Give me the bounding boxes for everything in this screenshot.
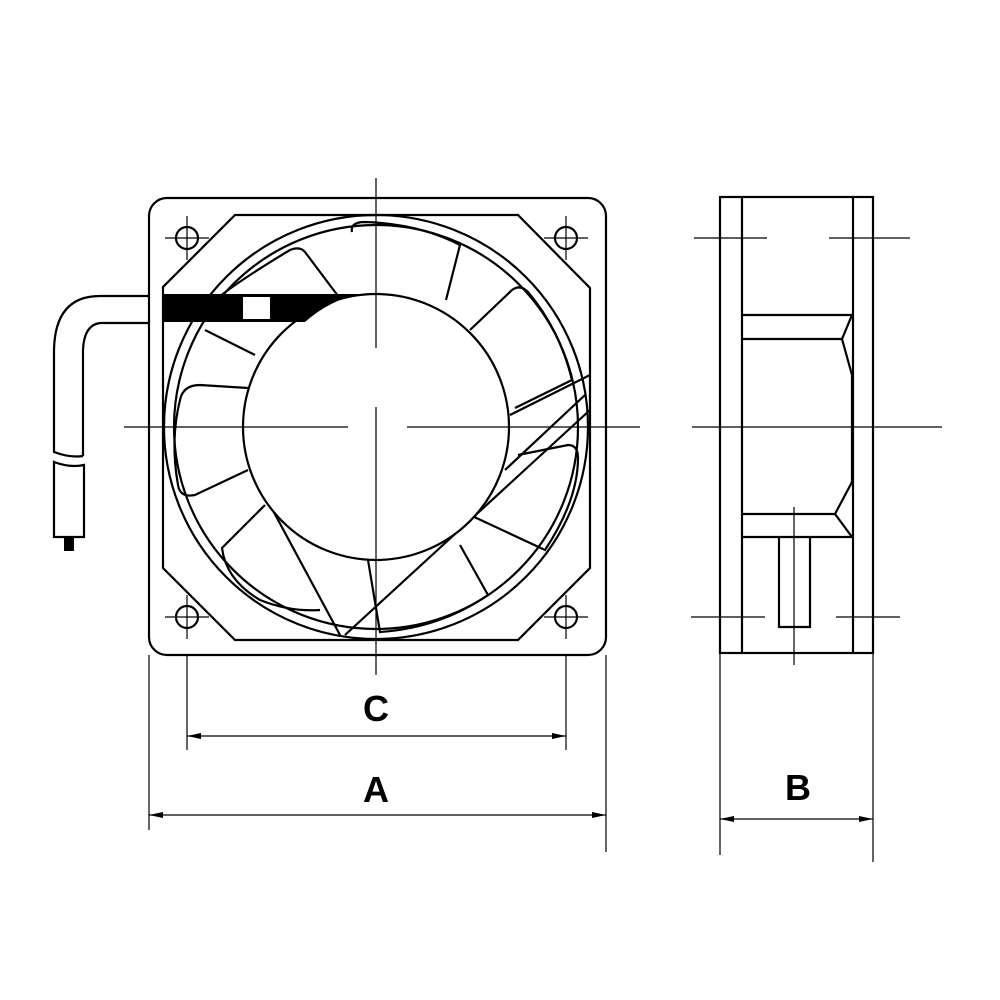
center-lines bbox=[124, 178, 640, 675]
frame-inner-octagon bbox=[161, 213, 592, 642]
dimension-a: A bbox=[148, 655, 607, 852]
dimension-c: C bbox=[186, 655, 567, 750]
dimension-b: B bbox=[719, 653, 874, 862]
dimension-label-b: B bbox=[785, 767, 811, 808]
dimension-label-c: C bbox=[363, 688, 389, 729]
cable-connector bbox=[64, 537, 74, 551]
side-view bbox=[691, 195, 942, 665]
fan-blades bbox=[173, 220, 580, 634]
strut-line bbox=[504, 394, 586, 471]
cable-channel-window bbox=[243, 297, 270, 319]
mounting-holes bbox=[165, 216, 588, 639]
power-cable bbox=[52, 294, 149, 551]
strut-line bbox=[509, 374, 591, 416]
strut-line bbox=[269, 504, 341, 636]
dimension-label-a: A bbox=[363, 769, 389, 810]
front-view bbox=[52, 178, 640, 675]
